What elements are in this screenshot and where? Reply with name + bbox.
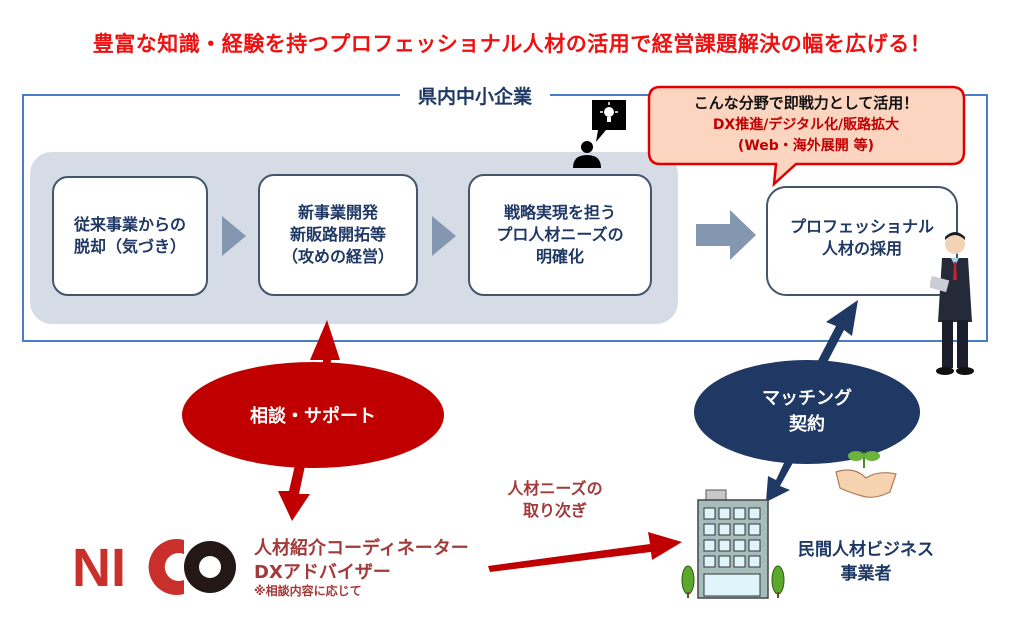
handoff-label: 人材ニーズの 取り次ぎ	[507, 479, 603, 520]
chevron-right-icon	[432, 216, 456, 256]
hire-box: プロフェッショナル 人材の採用	[766, 186, 958, 296]
step-clarify-needs: 戦略実現を担う プロ人材ニーズの 明確化	[468, 174, 652, 296]
nico-role-dx: DXアドバイザー	[254, 562, 391, 583]
nico-note: ※相談内容に応じて	[254, 584, 362, 598]
sme-frame-label: 県内中小企業	[400, 82, 551, 109]
support-ellipse: 相談・サポート	[182, 362, 444, 468]
callout-line1: こんな分野で即戦力として活用！	[693, 94, 919, 112]
business-label: 民間人材ビジネス 事業者	[798, 540, 934, 584]
svg-text:NI: NI	[72, 538, 126, 598]
callout-bubble	[647, 85, 966, 188]
callout-line2: DX推進/デジタル化/販路拡大	[712, 117, 900, 133]
matching-ellipse: マッチング 契約	[694, 360, 920, 464]
office-building-icon	[681, 489, 785, 599]
person-lightbulb-icon	[573, 100, 626, 168]
handshake-sprout-icon	[835, 451, 897, 498]
nico-logo: NI	[72, 538, 236, 598]
headline: 豊富な知識・経験を持つプロフェッショナル人材の活用で経営課題解決の幅を広げる！	[92, 32, 932, 56]
chevron-right-icon	[222, 216, 246, 256]
arrow-right-icon	[696, 210, 756, 260]
handoff-arrow	[488, 532, 682, 572]
step-new-business: 新事業開発 新販路開拓等 （攻めの経営）	[258, 174, 418, 296]
step-awareness: 従来事業からの 脱却（気づき）	[52, 176, 208, 296]
businessman-icon	[930, 232, 974, 375]
nico-role-coordinator: 人材紹介コーディネーター	[254, 538, 469, 559]
callout-line3: (Web・海外展開 等)	[737, 138, 875, 154]
